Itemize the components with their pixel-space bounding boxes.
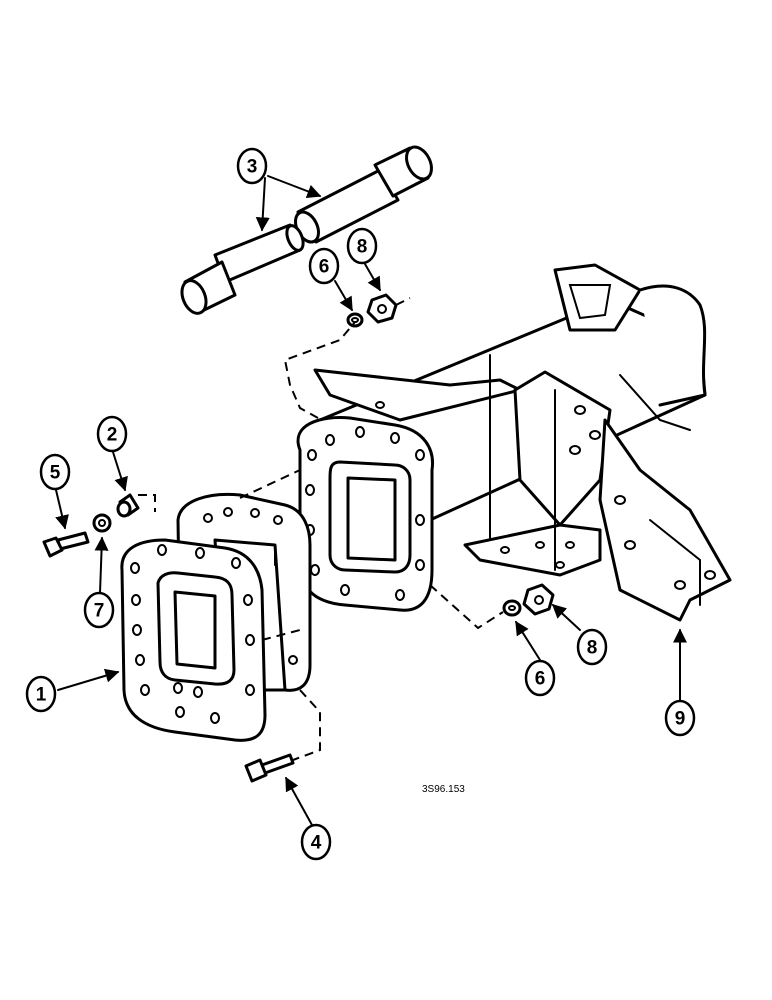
callout-8-lower-label: 8 (587, 638, 598, 659)
washer-part-6-lower (502, 599, 522, 617)
callout-7: 7 (83, 591, 115, 629)
callout-8-lower: 8 (576, 628, 608, 666)
nut-part-8-lower (522, 583, 555, 616)
washer-part-6-upper (346, 312, 364, 328)
callout-4: 4 (300, 823, 332, 861)
callout-9-label: 9 (675, 709, 686, 730)
callout-3: 3 (236, 147, 268, 185)
callout-leaders (55, 175, 687, 826)
callout-7-label: 7 (94, 601, 105, 622)
housing-end-flange (296, 415, 435, 612)
callout-6-lower: 6 (524, 659, 556, 697)
callout-6-upper: 6 (308, 247, 340, 285)
callout-6-lower-label: 6 (535, 669, 546, 690)
callout-1-label: 1 (36, 685, 47, 706)
axle-shaft-lower (180, 223, 305, 315)
callout-8-upper: 8 (346, 227, 378, 265)
nut-part-8-upper (366, 293, 398, 324)
callout-5: 5 (39, 453, 71, 491)
assembly-dashed-lines (138, 297, 504, 761)
plug-part-2 (116, 493, 140, 518)
washer-part-7 (92, 513, 112, 533)
callout-3-label: 3 (247, 157, 258, 178)
callout-8-upper-label: 8 (357, 237, 368, 258)
callout-6-upper-label: 6 (319, 257, 330, 278)
bolt-part-4 (244, 753, 295, 783)
callout-2-label: 2 (107, 425, 118, 446)
adapter-flange (120, 492, 312, 742)
callout-2: 2 (96, 415, 128, 453)
bolt-part-5 (42, 531, 90, 558)
callout-9: 9 (664, 699, 696, 737)
figure-reference-code: 3S96.153 (422, 784, 465, 795)
callout-1: 1 (25, 675, 57, 713)
callout-4-label: 4 (311, 833, 322, 854)
callout-5-label: 5 (50, 463, 61, 484)
